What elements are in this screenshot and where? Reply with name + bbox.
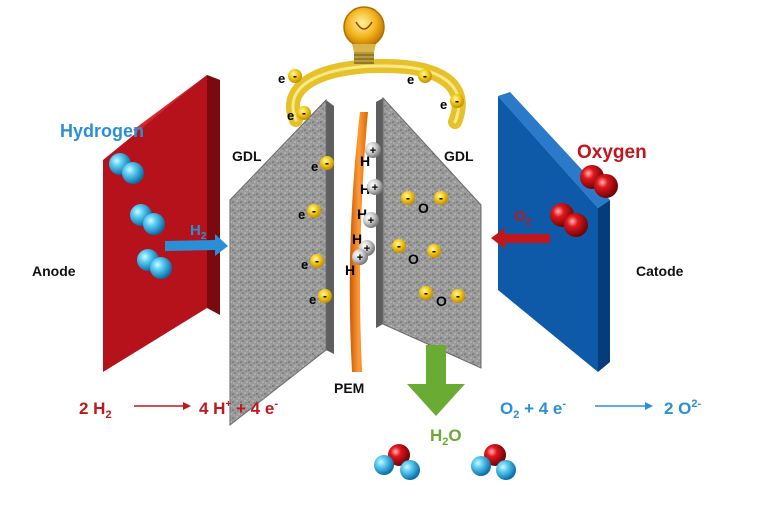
hydrogen-molecule <box>137 249 172 279</box>
label-hydrogen: Hydrogen <box>60 121 144 141</box>
svg-text:e: e <box>298 207 305 222</box>
electron: e - <box>301 254 324 272</box>
svg-text:-: - <box>406 191 410 205</box>
water-molecule <box>374 444 420 480</box>
proton: H + <box>360 142 381 169</box>
proton: H + <box>357 206 379 228</box>
svg-text:e: e <box>309 292 316 307</box>
svg-text:-: - <box>432 244 436 258</box>
svg-text:-: - <box>315 254 319 268</box>
label-water: H2O <box>430 426 462 448</box>
water-outlet-arrow <box>407 345 465 416</box>
hydrogen-molecule <box>109 153 144 184</box>
oxygen-molecule <box>550 203 588 237</box>
svg-text:-: - <box>455 94 459 108</box>
label-anode: Anode <box>32 263 76 279</box>
label-oxygen: Oxygen <box>577 142 647 163</box>
svg-text:+: + <box>368 215 374 227</box>
water-molecule <box>471 444 516 480</box>
cathode-plate <box>498 92 610 372</box>
electron: e - <box>298 204 321 222</box>
svg-text:-: - <box>325 156 329 170</box>
svg-text:e: e <box>311 159 318 174</box>
svg-text:+: + <box>370 145 376 157</box>
svg-text:H: H <box>360 181 370 197</box>
svg-text:-: - <box>293 69 297 83</box>
electron: e - <box>311 156 334 174</box>
svg-text:-: - <box>302 106 306 120</box>
svg-text:e: e <box>287 108 294 123</box>
electron: e - <box>440 94 464 112</box>
oxygen-ion-group: - O - <box>392 239 441 267</box>
electron: e - <box>407 69 432 87</box>
label-pem: PEM <box>334 380 364 396</box>
h2-inlet-arrow <box>165 234 228 256</box>
svg-text:2 H2: 2 H2 <box>79 399 112 421</box>
svg-text:2 O2-: 2 O2- <box>664 398 702 418</box>
svg-text:O: O <box>436 293 447 309</box>
light-bulb-icon <box>343 6 385 64</box>
oxygen-ion-group: - O - <box>401 191 448 216</box>
cathode-equation: O2 + 4 e- 2 O2- <box>500 398 702 421</box>
hydrogen-molecule <box>130 204 165 235</box>
oxygen-ion-group: - O - <box>419 286 465 309</box>
svg-text:O2 + 4 e-: O2 + 4 e- <box>500 398 566 421</box>
svg-text:e: e <box>301 257 308 272</box>
gdl-right <box>376 96 482 369</box>
svg-text:-: - <box>456 289 460 303</box>
svg-text:O: O <box>408 251 419 267</box>
svg-text:+: + <box>372 182 378 194</box>
svg-text:e: e <box>440 97 447 112</box>
svg-text:e: e <box>278 71 285 86</box>
label-gdl-left: GDL <box>232 148 262 164</box>
proton: H + <box>360 179 383 197</box>
svg-text:-: - <box>423 69 427 83</box>
svg-text:-: - <box>312 204 316 218</box>
svg-text:+: + <box>357 252 363 264</box>
svg-text:e: e <box>407 72 414 87</box>
svg-text:H: H <box>360 153 370 169</box>
electron: e - <box>287 106 311 123</box>
svg-text:O: O <box>418 200 429 216</box>
svg-text:-: - <box>439 191 443 205</box>
proton: H + <box>345 249 368 278</box>
svg-text:4 H+ + 4 e-: 4 H+ + 4 e- <box>199 398 278 418</box>
svg-text:H: H <box>357 206 367 222</box>
svg-text:+: + <box>364 243 370 255</box>
label-gdl-right: GDL <box>444 148 474 164</box>
svg-text:-: - <box>323 289 327 303</box>
electron: e - <box>309 289 332 307</box>
oxygen-molecule <box>580 165 618 198</box>
svg-text:-: - <box>424 286 428 300</box>
svg-text:H: H <box>345 262 355 278</box>
svg-text:H: H <box>352 231 362 247</box>
anode-equation: 2 H2 4 H+ + 4 e- <box>79 398 278 421</box>
svg-text:-: - <box>397 239 401 253</box>
o2-inlet-arrow <box>491 228 550 249</box>
label-catode: Catode <box>636 263 684 279</box>
pem-membrane <box>349 112 368 372</box>
svg-text:H2O: H2O <box>430 426 462 448</box>
electron: e - <box>278 69 302 86</box>
